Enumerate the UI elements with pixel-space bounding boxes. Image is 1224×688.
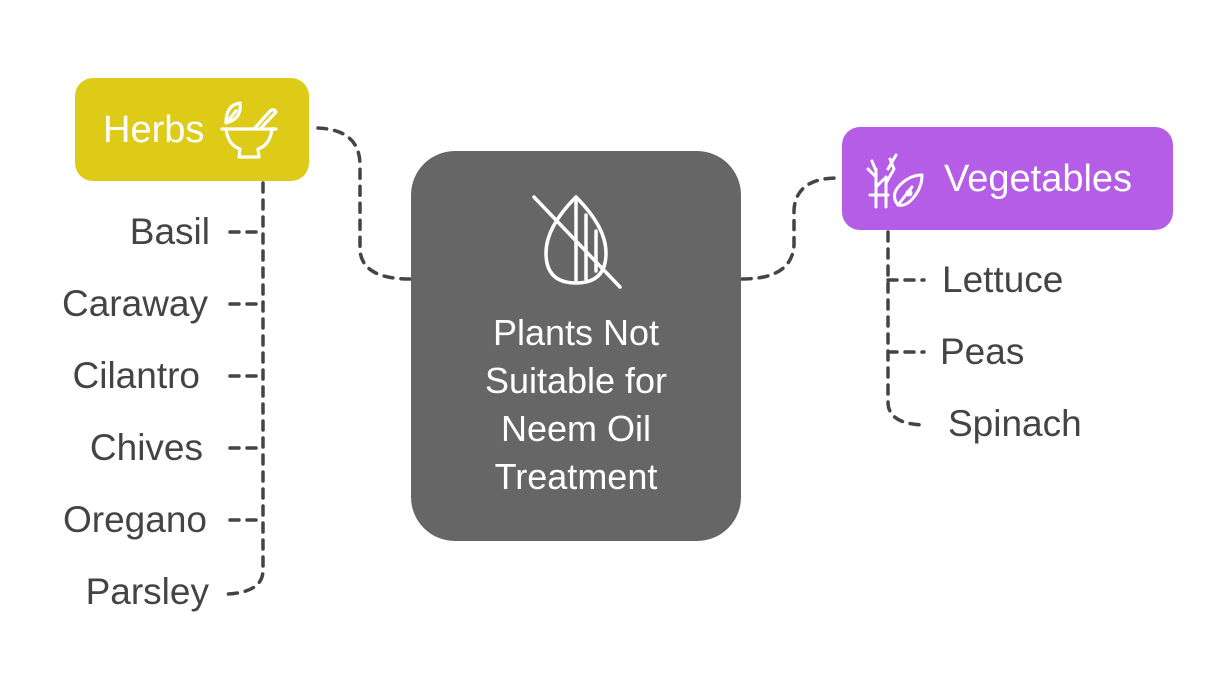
herb-item-parsley: Parsley bbox=[85, 571, 209, 612]
herb-item-cilantro: Cilantro bbox=[72, 355, 201, 396]
vegetable-item-spinach: Spinach bbox=[948, 403, 1082, 444]
vegetable-item-peas: Peas bbox=[940, 331, 1025, 372]
herbs-node: Herbs bbox=[75, 78, 309, 181]
vegetables-icon bbox=[862, 147, 926, 211]
center-title: Plants Not Suitable for Neem Oil Treatme… bbox=[484, 312, 668, 497]
no-leaf-icon bbox=[526, 191, 626, 291]
herb-item-basil: Basil bbox=[129, 211, 210, 252]
herb-item-oregano: Oregano bbox=[63, 499, 207, 540]
vegetable-item-lettuce: Lettuce bbox=[942, 259, 1064, 300]
herbs-label: Herbs bbox=[103, 108, 205, 151]
connector-vegetables-trunk bbox=[886, 230, 926, 427]
mortar-pestle-icon bbox=[218, 99, 280, 161]
connector-herbs-trunk bbox=[226, 181, 265, 596]
herb-item-caraway: Caraway bbox=[62, 283, 208, 324]
herb-item-chives: Chives bbox=[89, 427, 203, 468]
center-node: Plants Not Suitable for Neem Oil Treatme… bbox=[411, 151, 741, 541]
vegetables-label: Vegetables bbox=[944, 157, 1133, 200]
connector-center-vegetables bbox=[740, 176, 840, 281]
connector-center-herbs bbox=[316, 126, 412, 281]
vegetables-node: Vegetables bbox=[842, 127, 1173, 230]
